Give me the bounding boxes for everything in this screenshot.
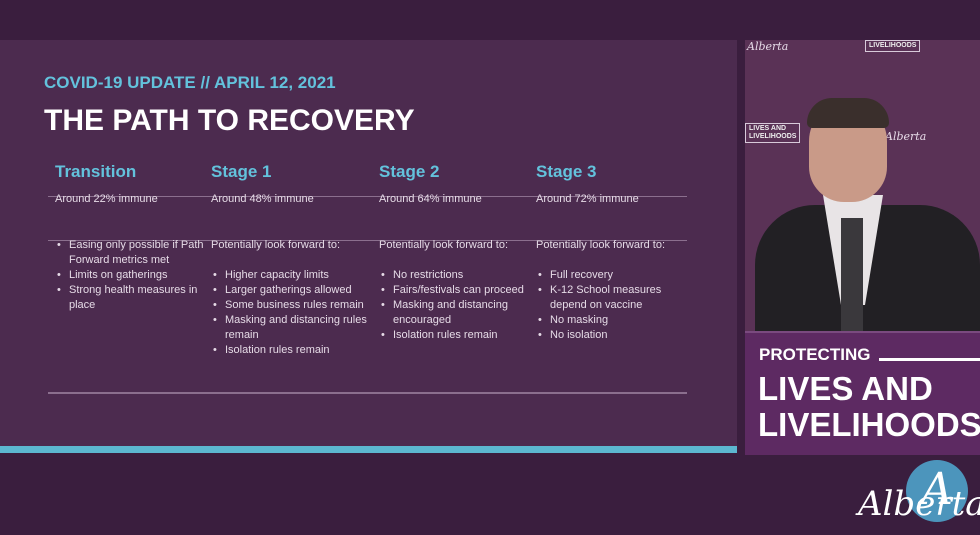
stage-heading: Transition (55, 162, 137, 181)
bullet-item: Strong health measures in place (55, 283, 220, 313)
slide-subtitle: COVID-19 UPDATE // APRIL 12, 2021 (44, 73, 336, 92)
bullet-item: Masking and distancing rules remain (211, 313, 376, 343)
divider (48, 240, 687, 241)
banner-line: LIVES AND (758, 370, 933, 407)
backdrop-sign: LIVELIHOODS (865, 40, 921, 52)
banner-rule (879, 358, 980, 361)
bullet-item: Isolation rules remain (211, 343, 376, 358)
stage-heading: Stage 2 (379, 162, 440, 181)
bullet-item: No masking (536, 313, 701, 328)
bullet-item: Masking and distancing encouraged (379, 298, 544, 328)
stage-intro: Potentially look forward to: (536, 239, 666, 251)
bullet-item: K-12 School measures depend on vaccine (536, 283, 701, 313)
stage-intro: Potentially look forward to: (379, 239, 509, 251)
alberta-badge-icon: A (906, 460, 968, 522)
banner-line: LIVELIHOODS (758, 406, 980, 443)
bullet-item: Full recovery (536, 268, 701, 283)
bullet-item: Fairs/festivals can proceed (379, 283, 544, 298)
microphone (841, 218, 863, 333)
sign-line: LIVELIHOODS (749, 133, 797, 140)
bullet-item: Easing only possible if Path Forward met… (55, 238, 220, 268)
stage-intro: Potentially look forward to: (211, 239, 341, 251)
stage-bullets: No restrictionsFairs/festivals can proce… (379, 268, 544, 343)
stage-column: Transition Around 22% immuneEasing only … (55, 162, 220, 313)
bullet-item: Larger gatherings allowed (211, 283, 376, 298)
alberta-logo: Alberta (885, 130, 927, 143)
immunity-level: Around 48% immune (211, 193, 314, 205)
presentation-slide: COVID-19 UPDATE // APRIL 12, 2021 THE PA… (0, 40, 737, 453)
bullet-item: No restrictions (379, 268, 544, 283)
divider (48, 392, 687, 394)
bullet-item: No isolation (536, 328, 701, 343)
stage-heading: Stage 3 (536, 162, 597, 181)
speaker-hair (807, 98, 889, 128)
immunity-level: Around 22% immune (55, 193, 158, 205)
bullet-item: Some business rules remain (211, 298, 376, 313)
alberta-watermark: Alberta (858, 484, 980, 524)
stage-bullets: Easing only possible if Path Forward met… (55, 238, 220, 313)
stage-bullets: Full recoveryK-12 School measures depend… (536, 268, 701, 343)
immunity-level: Around 72% immune (536, 193, 639, 205)
slide-title: THE PATH TO RECOVERY (44, 104, 415, 137)
accent-bar (0, 446, 737, 453)
sign-line: LIVES AND (749, 125, 787, 132)
alberta-logo: Alberta (747, 40, 789, 53)
bullet-item: Isolation rules remain (379, 328, 544, 343)
immunity-level: Around 64% immune (379, 193, 482, 205)
stage-bullets: Higher capacity limitsLarger gatherings … (211, 268, 376, 358)
bullet-item: Limits on gatherings (55, 268, 220, 283)
stage-heading: Stage 1 (211, 162, 272, 181)
bullet-item: Higher capacity limits (211, 268, 376, 283)
divider (48, 196, 687, 197)
banner-small-text: PROTECTING (759, 345, 871, 364)
